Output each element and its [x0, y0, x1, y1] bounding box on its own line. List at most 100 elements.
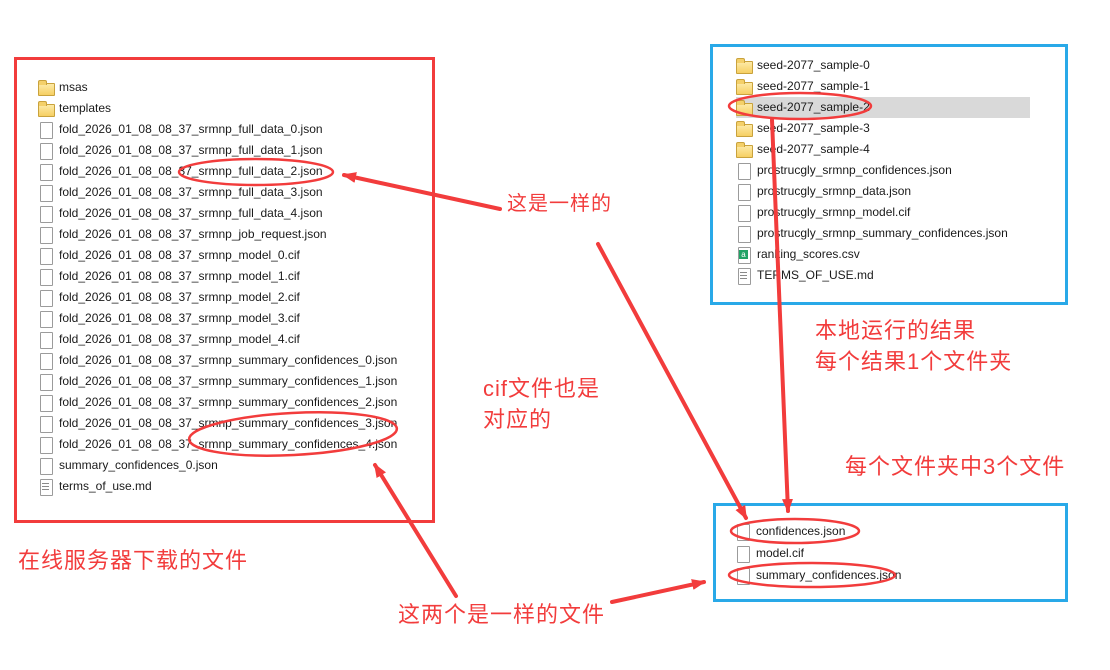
file-icon	[735, 567, 750, 585]
file-name: ranking_scores.csv	[757, 247, 860, 261]
file-row[interactable]: templates	[38, 98, 432, 119]
file-row[interactable]: fold_2026_01_08_08_37_srmnp_model_0.cif	[38, 245, 432, 266]
file-name: templates	[59, 101, 112, 115]
file-row[interactable]: seed-2077_sample-0	[736, 55, 1030, 76]
folder-icon	[736, 121, 753, 137]
md-icon	[38, 479, 53, 496]
file-name: fold_2026_01_08_08_37_srmnp_summary_conf…	[59, 353, 398, 367]
folder-icon	[38, 80, 55, 96]
file-icon	[38, 269, 53, 286]
file-row[interactable]: seed-2077_sample-4	[736, 139, 1030, 160]
file-name: fold_2026_01_08_08_37_srmnp_full_data_4.…	[59, 206, 323, 220]
file-row[interactable]: fold_2026_01_08_08_37_srmnp_full_data_1.…	[38, 140, 432, 161]
file-icon	[38, 290, 53, 307]
file-icon	[38, 185, 53, 202]
file-row[interactable]: fold_2026_01_08_08_37_srmnp_summary_conf…	[38, 371, 432, 392]
file-row[interactable]: seed-2077_sample-3	[736, 118, 1030, 139]
csv-icon	[736, 247, 751, 264]
file-row[interactable]: seed-2077_sample-2	[736, 97, 1030, 118]
file-name: summary_confidences_0.json	[59, 458, 218, 472]
file-name: fold_2026_01_08_08_37_srmnp_summary_conf…	[59, 395, 398, 409]
file-icon	[736, 226, 751, 243]
annotation-same: 这是一样的	[507, 193, 612, 215]
file-row[interactable]: terms_of_use.md	[38, 476, 432, 497]
annotation-online-server-download: 在线服务器下载的文件	[18, 548, 249, 573]
file-icon	[38, 164, 53, 181]
file-icon	[38, 458, 53, 475]
file-name: TERMS_OF_USE.md	[757, 268, 874, 282]
file-name: fold_2026_01_08_08_37_srmnp_model_1.cif	[59, 269, 300, 283]
file-name: seed-2077_sample-3	[757, 121, 870, 135]
file-icon	[38, 122, 53, 139]
file-list: confidences.json model.cif summary_confi…	[735, 520, 1065, 586]
server-download-files-panel: msas templates fold_2026_01_08_08_37_srm…	[14, 57, 435, 523]
file-row[interactable]: fold_2026_01_08_08_37_srmnp_summary_conf…	[38, 392, 432, 413]
file-row[interactable]: fold_2026_01_08_08_37_srmnp_full_data_0.…	[38, 119, 432, 140]
file-row[interactable]: fold_2026_01_08_08_37_srmnp_job_request.…	[38, 224, 432, 245]
file-name: summary_confidences.json	[756, 567, 902, 582]
file-name: prostrucgly_srmnp_summary_confidences.js…	[757, 226, 1008, 240]
arrow-twosame-to-bottom-panel	[610, 579, 706, 604]
file-row[interactable]: prostrucgly_srmnp_model.cif	[736, 202, 1030, 223]
file-icon	[38, 437, 53, 454]
file-name: seed-2077_sample-1	[757, 79, 870, 93]
file-list: msas templates fold_2026_01_08_08_37_srm…	[38, 77, 432, 497]
annotation-two-same-files: 这两个是一样的文件	[398, 602, 606, 627]
file-icon	[38, 395, 53, 412]
file-row[interactable]: fold_2026_01_08_08_37_srmnp_summary_conf…	[38, 434, 432, 455]
file-row[interactable]: fold_2026_01_08_08_37_srmnp_summary_conf…	[38, 413, 432, 434]
file-row[interactable]: ranking_scores.csv	[736, 244, 1030, 265]
file-name: fold_2026_01_08_08_37_srmnp_model_4.cif	[59, 332, 300, 346]
file-icon	[735, 545, 750, 563]
file-name: fold_2026_01_08_08_37_srmnp_full_data_3.…	[59, 185, 323, 199]
annotation-cif-line1: cif文件也是	[483, 376, 601, 401]
file-name: fold_2026_01_08_08_37_srmnp_model_3.cif	[59, 311, 300, 325]
file-name: prostrucgly_srmnp_data.json	[757, 184, 912, 198]
file-name: terms_of_use.md	[59, 479, 152, 493]
annotation-three-files-per-folder: 每个文件夹中3个文件	[845, 454, 1066, 479]
file-name: seed-2077_sample-2	[757, 100, 870, 114]
file-name: msas	[59, 80, 88, 94]
file-name: fold_2026_01_08_08_37_srmnp_full_data_1.…	[59, 143, 323, 157]
file-row[interactable]: fold_2026_01_08_08_37_srmnp_full_data_2.…	[38, 161, 432, 182]
file-row[interactable]: prostrucgly_srmnp_summary_confidences.js…	[736, 223, 1030, 244]
file-row[interactable]: fold_2026_01_08_08_37_srmnp_model_2.cif	[38, 287, 432, 308]
file-icon	[735, 523, 750, 541]
folder-icon	[38, 101, 55, 117]
local-result-files-panel: seed-2077_sample-0 seed-2077_sample-1 se…	[710, 44, 1068, 305]
file-icon	[38, 332, 53, 349]
file-row[interactable]: fold_2026_01_08_08_37_srmnp_summary_conf…	[38, 350, 432, 371]
folder-icon	[736, 79, 753, 95]
folder-icon	[736, 100, 753, 116]
folder-icon	[736, 142, 753, 158]
file-row[interactable]: summary_confidences.json	[735, 564, 1065, 586]
file-row[interactable]: msas	[38, 77, 432, 98]
file-row[interactable]: fold_2026_01_08_08_37_srmnp_model_4.cif	[38, 329, 432, 350]
file-row[interactable]: TERMS_OF_USE.md	[736, 265, 1030, 286]
file-row[interactable]: summary_confidences_0.json	[38, 455, 432, 476]
file-row[interactable]: fold_2026_01_08_08_37_srmnp_model_3.cif	[38, 308, 432, 329]
file-name: fold_2026_01_08_08_37_srmnp_full_data_2.…	[59, 164, 323, 178]
file-name: fold_2026_01_08_08_37_srmnp_full_data_0.…	[59, 122, 323, 136]
file-name: seed-2077_sample-0	[757, 58, 870, 72]
file-row[interactable]: model.cif	[735, 542, 1065, 564]
file-row[interactable]: fold_2026_01_08_08_37_srmnp_model_1.cif	[38, 266, 432, 287]
file-icon	[38, 353, 53, 370]
file-row[interactable]: prostrucgly_srmnp_confidences.json	[736, 160, 1030, 181]
sample-folder-files-panel: confidences.json model.cif summary_confi…	[713, 503, 1068, 602]
file-row[interactable]: prostrucgly_srmnp_data.json	[736, 181, 1030, 202]
file-icon	[38, 416, 53, 433]
file-name: seed-2077_sample-4	[757, 142, 870, 156]
file-row[interactable]: seed-2077_sample-1	[736, 76, 1030, 97]
annotation-local-result-line2: 每个结果1个文件夹	[815, 349, 1013, 374]
file-name: fold_2026_01_08_08_37_srmnp_summary_conf…	[59, 374, 398, 388]
file-name: model.cif	[756, 545, 805, 560]
annotation-cif-line2: 对应的	[483, 407, 553, 432]
file-icon	[38, 143, 53, 160]
file-icon	[38, 248, 53, 265]
file-row[interactable]: fold_2026_01_08_08_37_srmnp_full_data_3.…	[38, 182, 432, 203]
folder-icon	[736, 58, 753, 74]
file-row[interactable]: fold_2026_01_08_08_37_srmnp_full_data_4.…	[38, 203, 432, 224]
file-row[interactable]: confidences.json	[735, 520, 1065, 542]
